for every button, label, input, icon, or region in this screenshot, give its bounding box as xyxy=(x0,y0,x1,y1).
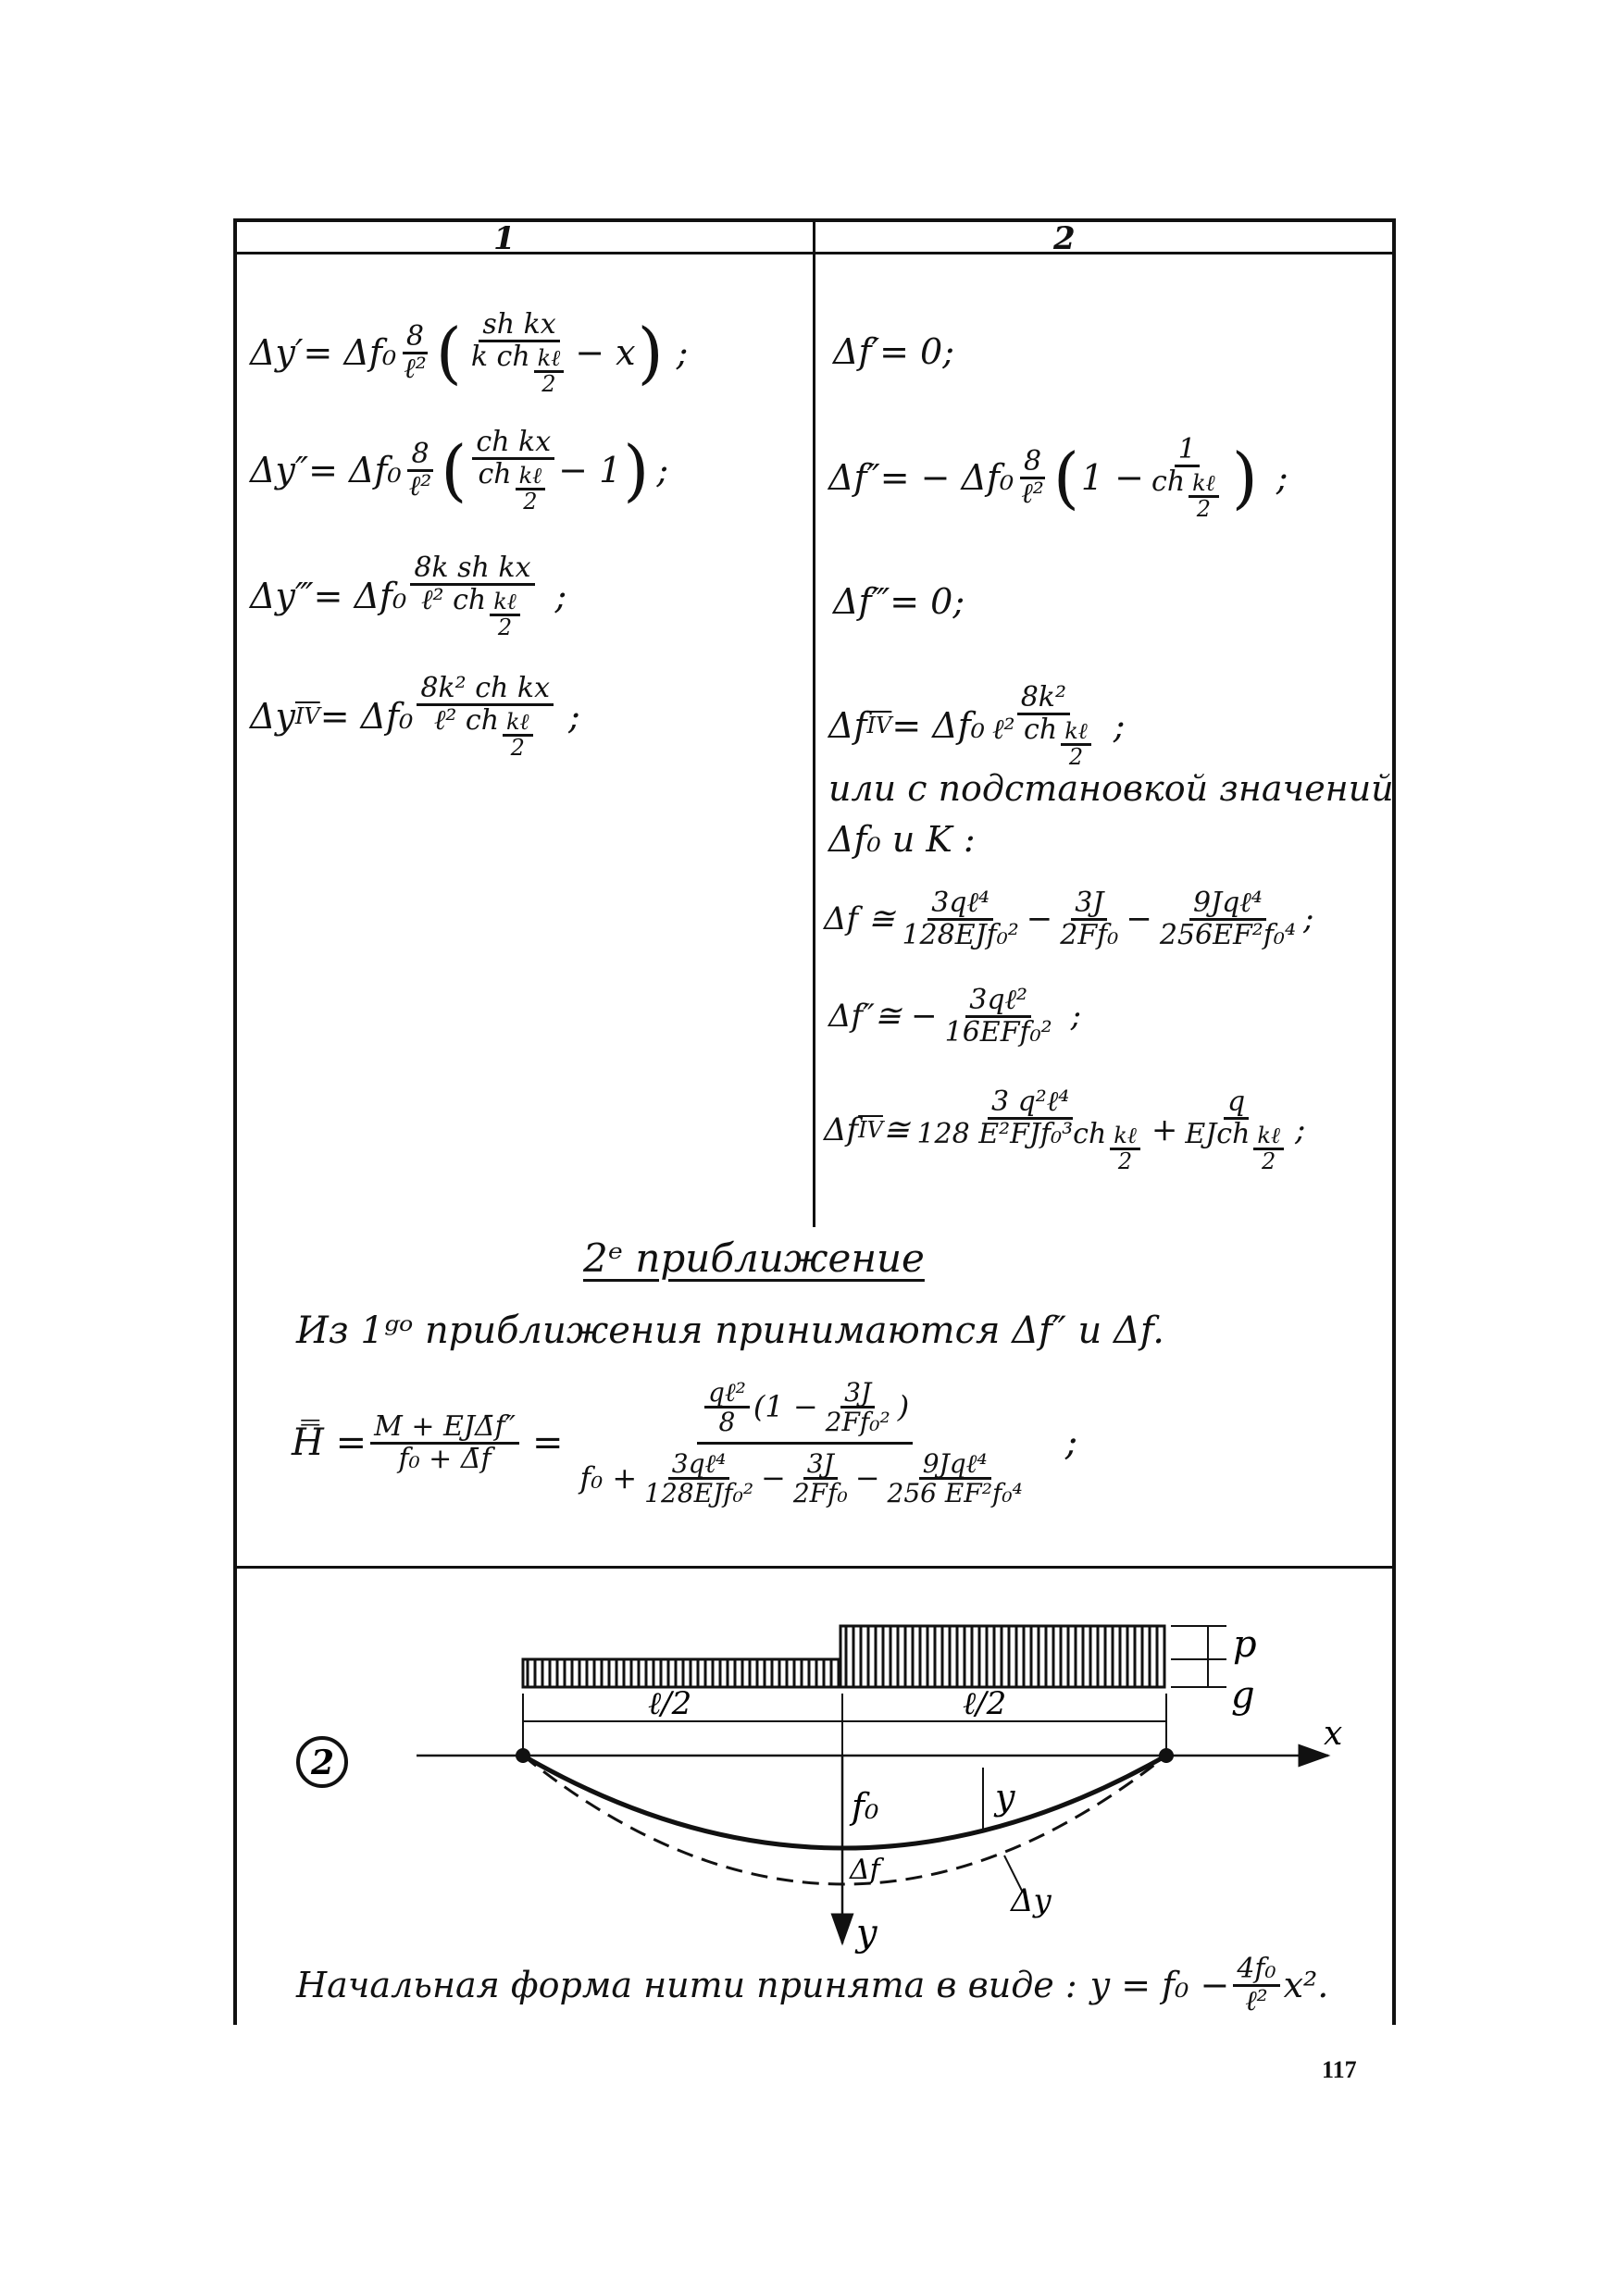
substitution-note-vars: Δf₀ и K : xyxy=(828,819,976,860)
label-delta-y: Δy xyxy=(1009,1882,1052,1919)
diagram-marker: 2 xyxy=(296,1736,348,1788)
x-axis: x xyxy=(417,1715,1342,1768)
cable-initial-shape xyxy=(521,1753,1168,1851)
fraction: M + EJΔ̄f″f₀ + Δ̄f xyxy=(370,1412,519,1473)
span-dimensions: ℓ/2 ℓ/2 xyxy=(522,1685,1167,1763)
support-left xyxy=(516,1748,530,1763)
marker-label: 2 xyxy=(310,1744,334,1782)
label-x: x xyxy=(1324,1715,1342,1753)
label-l2-right: ℓ/2 xyxy=(963,1685,1006,1722)
load-g-plus-p xyxy=(839,1624,1166,1689)
column-header-1: 1 xyxy=(493,220,516,257)
column-header-2: 2 xyxy=(1053,220,1076,257)
load-g xyxy=(521,1657,844,1689)
formula-df1: Δf′= 0; xyxy=(833,331,955,372)
section-divider xyxy=(233,1566,1396,1569)
substitution-note: или с подстановкой значений xyxy=(828,768,1394,809)
caption: Начальная форма нити принята в виде : y … xyxy=(296,1953,1329,2017)
label-f0: f₀ xyxy=(849,1786,878,1827)
y-axis: y xyxy=(830,1756,878,1955)
label-g: g xyxy=(1231,1674,1255,1717)
frame-right-rule xyxy=(1392,218,1396,2025)
formula-df3: Δf‴= 0; xyxy=(833,581,965,622)
column-divider xyxy=(813,218,815,1227)
load-diagram: p g xyxy=(521,1623,1257,1717)
frame-left-rule xyxy=(233,218,237,2025)
section-title: 2ᵉ приближение xyxy=(583,1235,925,1281)
label-y-axis: y xyxy=(854,1912,878,1955)
section-sentence: Из 1ᵍᵒ приближения принимаются Δf″ и Δf. xyxy=(296,1309,1165,1352)
label-p: p xyxy=(1233,1623,1257,1666)
label-l2-left: ℓ/2 xyxy=(648,1685,691,1722)
page-number: 117 xyxy=(1322,2056,1357,2083)
cable-deflected-shape xyxy=(522,1754,1167,1886)
support-right xyxy=(1159,1748,1174,1763)
label-delta-f: Δf xyxy=(849,1854,885,1886)
label-y-ordinate: y xyxy=(993,1777,1015,1818)
